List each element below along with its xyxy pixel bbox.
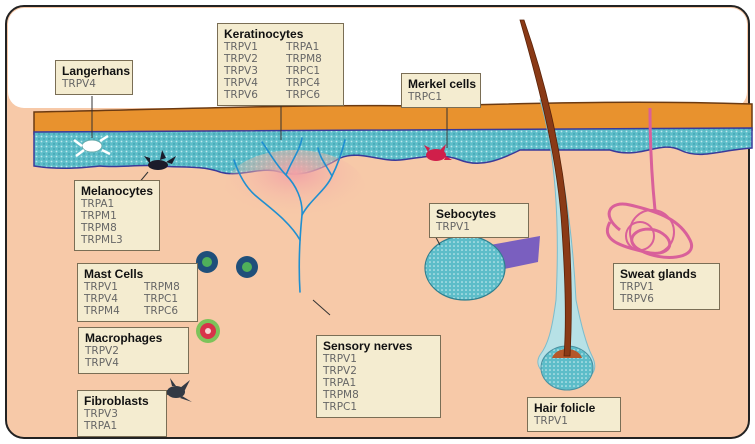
channel-item: TRPV1 <box>84 281 132 293</box>
sensory-nerves-title: Sensory nerves <box>323 339 435 353</box>
channel-item: TRPM1 <box>81 210 154 222</box>
channel-item: TRPV2 <box>224 53 274 65</box>
channel-item: TRPM8 <box>286 53 338 65</box>
fibroblasts-channel-list: TRPV3 TRPA1 <box>84 408 161 432</box>
melanocytes-title: Melanocytes <box>81 184 154 198</box>
channel-item: TRPA1 <box>81 198 154 210</box>
fibroblasts-label: Fibroblasts TRPV3 TRPA1 <box>77 390 167 437</box>
sweat-glands-channel-list: TRPV1 TRPV6 <box>620 281 714 305</box>
channel-item: TRPV6 <box>224 89 274 101</box>
melanocytes-label: Melanocytes TRPA1 TRPM1 TRPM8 TRPML3 <box>74 180 160 251</box>
merkel-cells-title: Merkel cells <box>408 77 475 91</box>
channel-item: TRPM8 <box>81 222 154 234</box>
channel-item: TRPC6 <box>144 305 192 317</box>
fibroblasts-title: Fibroblasts <box>84 394 161 408</box>
langerhans-label: Langerhans TRPV4 <box>55 60 133 95</box>
sweat-glands-title: Sweat glands <box>620 267 714 281</box>
keratinocytes-title: Keratinocytes <box>224 27 338 41</box>
hair-follicle-channel-list: TRPV1 <box>534 415 615 427</box>
macrophage-cell <box>196 319 220 343</box>
channel-item: TRPV4 <box>85 357 183 369</box>
mast-cells-title: Mast Cells <box>84 267 192 281</box>
channel-item: TRPC1 <box>144 293 192 305</box>
channel-item: TRPV4 <box>84 293 132 305</box>
hair-follicle-label: Hair folicle TRPV1 <box>527 397 621 432</box>
channel-item: TRPV1 <box>224 41 274 53</box>
channel-item: TRPV3 <box>224 65 274 77</box>
channel-item: TRPM8 <box>144 281 192 293</box>
sensory-nerves-channel-list: TRPV1 TRPV2 TRPA1 TRPM8 TRPC1 <box>323 353 435 413</box>
channel-item: TRPV4 <box>224 77 274 89</box>
channel-item: TRPV2 <box>85 345 183 357</box>
channel-item: TRPC1 <box>408 91 475 103</box>
channel-item: TRPV3 <box>84 408 161 420</box>
channel-item: TRPV1 <box>534 415 615 427</box>
channel-item: TRPA1 <box>323 377 435 389</box>
channel-item: TRPV2 <box>323 365 435 377</box>
channel-item: TRPC1 <box>286 65 338 77</box>
macrophages-channel-list: TRPV2 TRPV4 <box>85 345 183 369</box>
channel-item: TRPML3 <box>81 234 154 246</box>
macrophages-label: Macrophages TRPV2 TRPV4 <box>78 327 189 374</box>
melanocytes-channel-list: TRPA1 TRPM1 TRPM8 TRPML3 <box>81 198 154 246</box>
macrophages-title: Macrophages <box>85 331 183 345</box>
sebocytes-channel-list: TRPV1 <box>436 221 523 233</box>
merkel-channel-list: TRPC1 <box>408 91 475 103</box>
channel-item: TRPM8 <box>323 389 435 401</box>
sweat-glands-label: Sweat glands TRPV1 TRPV6 <box>613 263 720 310</box>
channel-item: TRPC1 <box>323 401 435 413</box>
channel-item: TRPC4 <box>286 77 338 89</box>
channel-item: TRPV6 <box>620 293 714 305</box>
channel-item: TRPV4 <box>62 78 127 90</box>
merkel-cells-label: Merkel cells TRPC1 <box>401 73 481 108</box>
channel-item: TRPV1 <box>323 353 435 365</box>
keratinocytes-channel-list: TRPV1 TRPV2 TRPV3 TRPV4 TRPV6 TRPA1 TRPM… <box>224 41 338 101</box>
channel-item: TRPM4 <box>84 305 132 317</box>
mast-cells-label: Mast Cells TRPV1 TRPV4 TRPM4 TRPM8 TRPC1… <box>77 263 198 322</box>
channel-item: TRPV1 <box>436 221 523 233</box>
channel-item: TRPC6 <box>286 89 338 101</box>
sebocytes-label: Sebocytes TRPV1 <box>429 203 529 238</box>
keratinocytes-label: Keratinocytes TRPV1 TRPV2 TRPV3 TRPV4 TR… <box>217 23 344 106</box>
hair-follicle-title: Hair folicle <box>534 401 615 415</box>
channel-item: TRPA1 <box>286 41 338 53</box>
channel-item: TRPA1 <box>84 420 161 432</box>
sebocytes-title: Sebocytes <box>436 207 523 221</box>
mast-cells-channel-list: TRPV1 TRPV4 TRPM4 TRPM8 TRPC1 TRPC6 <box>84 281 192 317</box>
langerhans-channel-list: TRPV4 <box>62 78 127 90</box>
channel-item: TRPV1 <box>620 281 714 293</box>
langerhans-title: Langerhans <box>62 64 127 78</box>
sensory-nerves-label: Sensory nerves TRPV1 TRPV2 TRPA1 TRPM8 T… <box>316 335 441 418</box>
